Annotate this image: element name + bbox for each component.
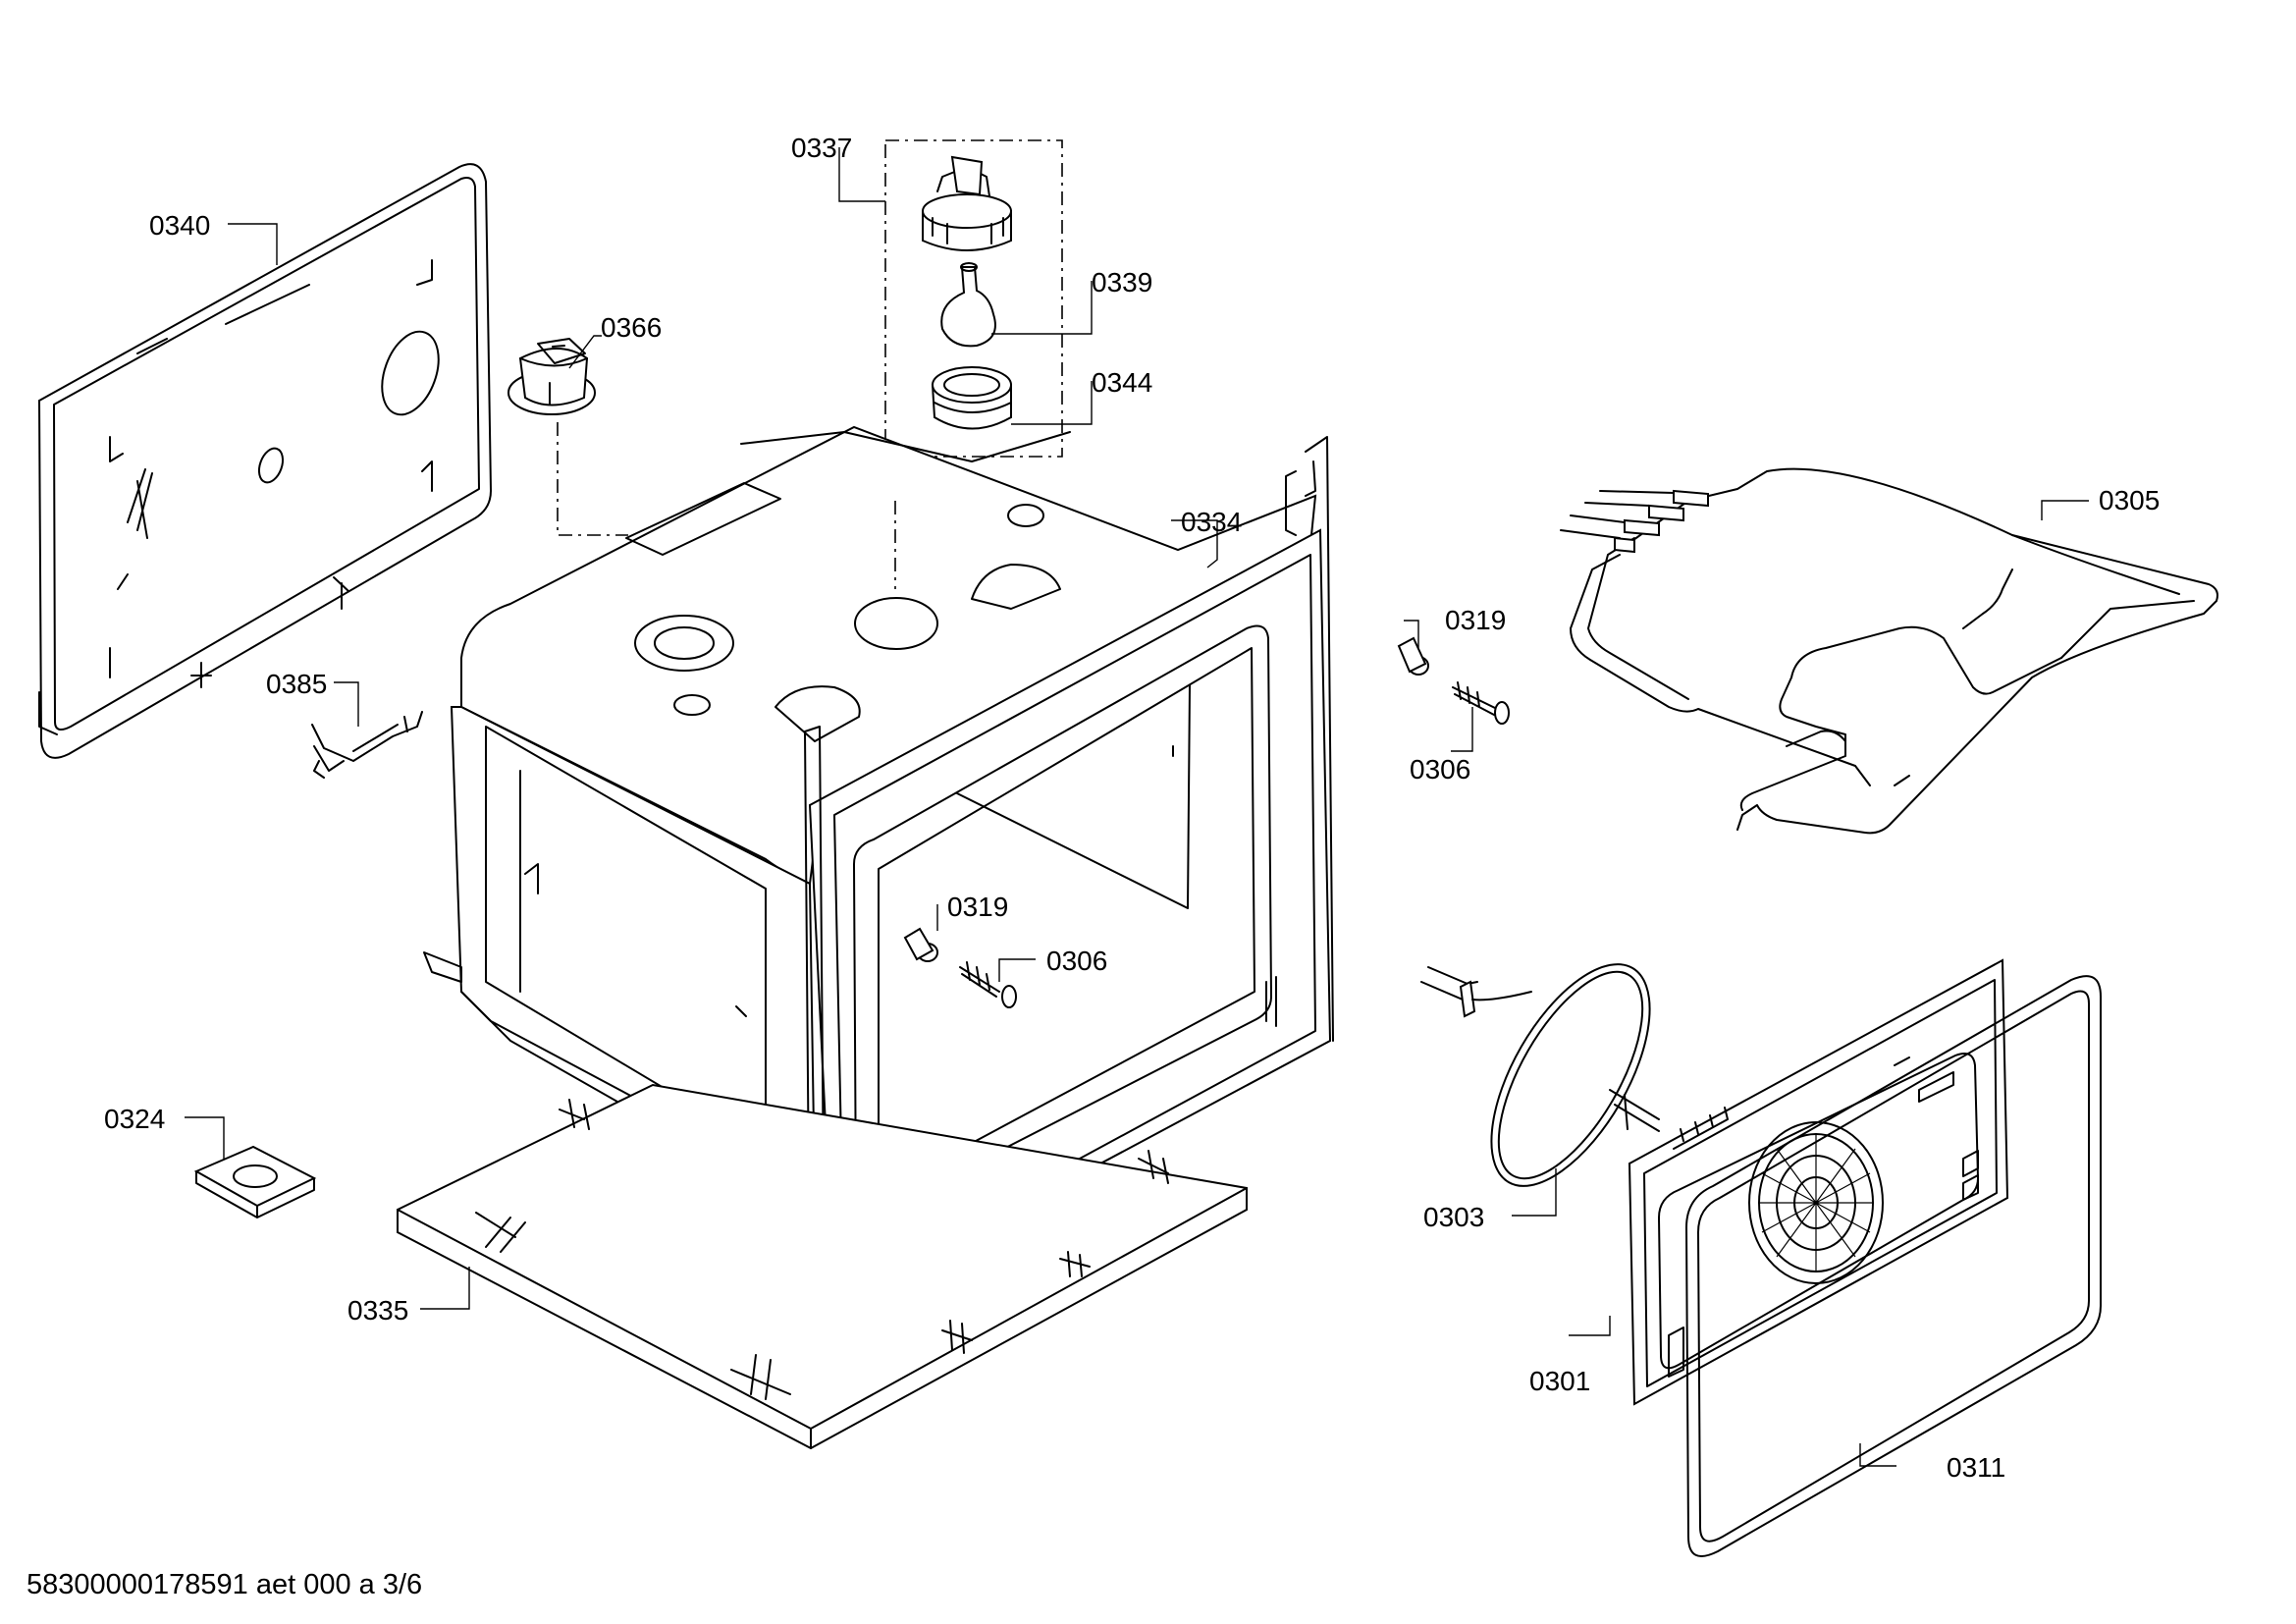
base-plate-0335 <box>397 1083 1248 1450</box>
ring-heater-0303 <box>1420 963 1660 1187</box>
label-0334: 0334 <box>1181 507 1242 537</box>
door-seal-0311 <box>1685 975 2102 1557</box>
lamp-socket-0366 <box>507 338 596 415</box>
screw-set-middle <box>903 927 1017 1008</box>
label-0337: 0337 <box>791 133 852 163</box>
label-0339: 0339 <box>1092 267 1152 298</box>
label-0319-upper: 0319 <box>1445 605 1506 635</box>
label-0306-middle: 0306 <box>1046 946 1107 976</box>
leader-lines <box>185 147 2089 1467</box>
part-labels: 0337 0340 0366 0339 0344 0334 0305 0319 … <box>104 133 2160 1483</box>
label-0306-upper: 0306 <box>1410 754 1470 785</box>
label-0305: 0305 <box>2099 485 2160 515</box>
label-0319-middle: 0319 <box>947 892 1008 922</box>
grill-element-0305 <box>1560 467 2218 835</box>
pad-0324 <box>193 1145 317 1218</box>
oven-lamp-assembly <box>884 139 1063 458</box>
oven-cavity-0334 <box>423 425 1334 1312</box>
label-0303: 0303 <box>1423 1202 1484 1232</box>
rear-panel-0340 <box>37 163 493 759</box>
label-0385: 0385 <box>266 669 327 699</box>
label-0324: 0324 <box>104 1104 165 1134</box>
label-0335: 0335 <box>347 1295 408 1326</box>
label-0340: 0340 <box>149 210 210 241</box>
label-0301: 0301 <box>1529 1366 1590 1396</box>
label-0344: 0344 <box>1092 367 1152 398</box>
label-0311: 0311 <box>1947 1452 2005 1483</box>
label-0366: 0366 <box>601 312 662 343</box>
document-footer-id: 58300000178591 aet 000 a 3/6 <box>27 1569 423 1600</box>
screw-set-upper <box>1397 636 1510 725</box>
bracket-0385 <box>311 711 423 779</box>
